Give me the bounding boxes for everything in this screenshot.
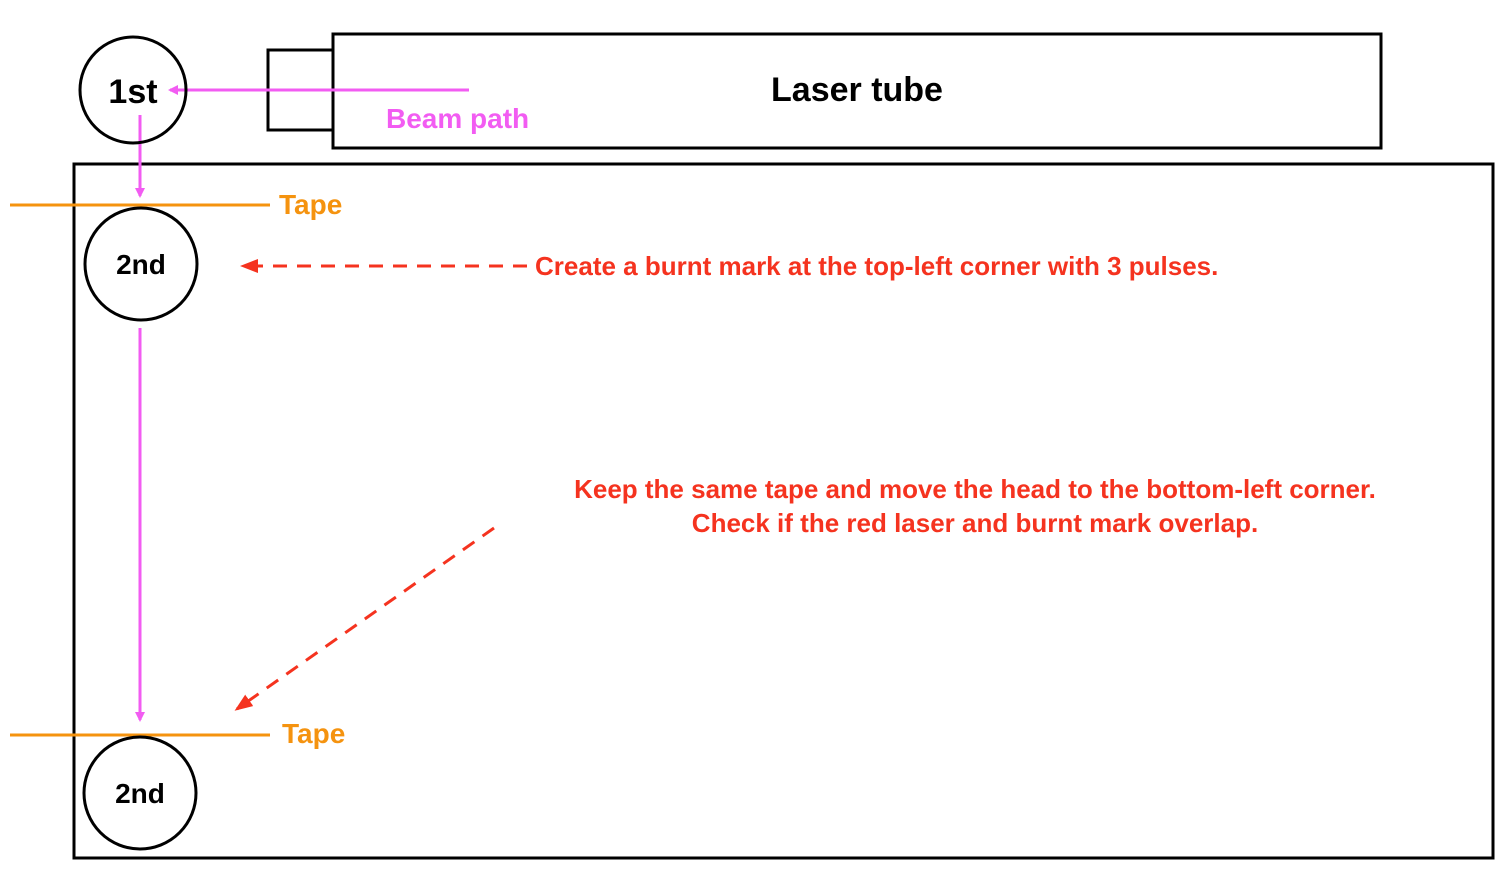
first-mirror (78, 35, 188, 145)
beam-path-label: Beam path (386, 103, 529, 134)
instruction-arrow-bottom (234, 526, 495, 711)
tape-label-top: Tape (279, 189, 342, 220)
second-mirror-bottom-label: 2nd (115, 778, 165, 809)
laser-tube (331, 32, 1383, 150)
second-mirror-top-label: 2nd (116, 249, 166, 280)
second-mirror-top (83, 206, 199, 322)
instruction-top: Create a burnt mark at the top-left corn… (535, 251, 1218, 281)
instruction-bottom-line2: Check if the red laser and burnt mark ov… (692, 508, 1258, 538)
laser-tube-label: Laser tube (771, 71, 943, 109)
instruction-bottom-line1: Keep the same tape and move the head to … (574, 474, 1376, 504)
second-mirror-bottom (82, 735, 198, 851)
first-mirror-label: 1st (108, 73, 157, 111)
tape-label-bottom: Tape (282, 718, 345, 749)
work-bed (72, 162, 1495, 860)
